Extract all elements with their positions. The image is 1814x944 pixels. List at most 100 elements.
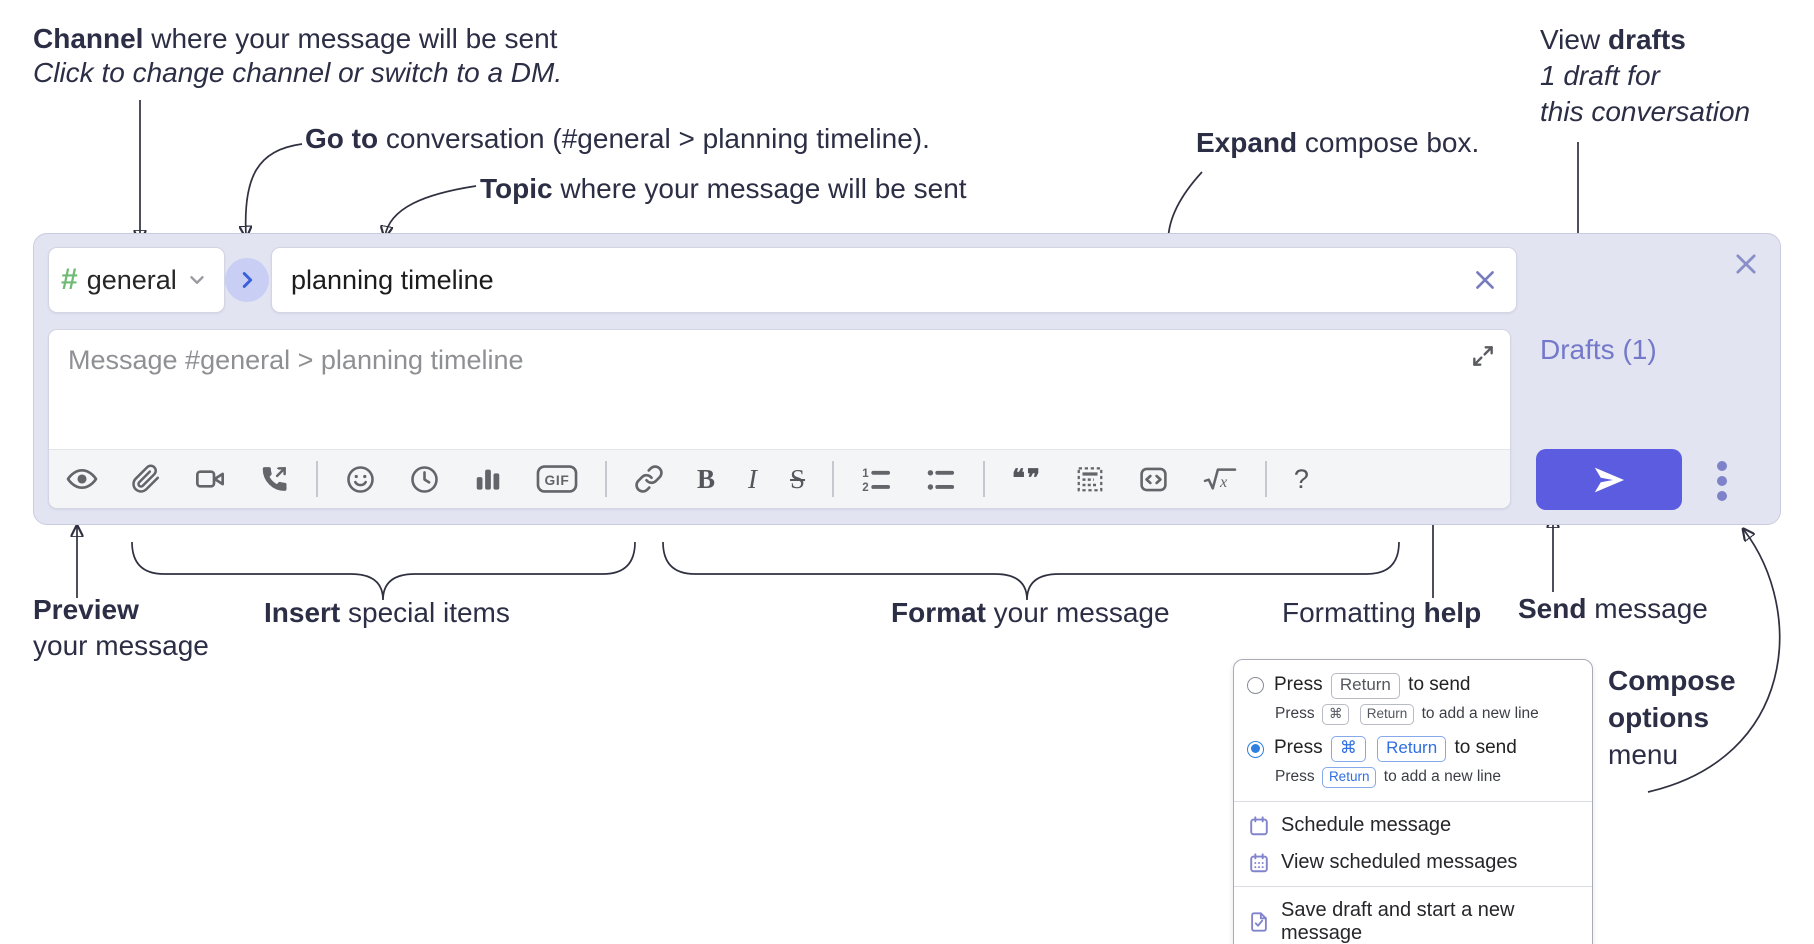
topic-input[interactable] [271, 247, 1517, 313]
topic-pointer-curve [385, 185, 477, 236]
save-draft-item[interactable]: Save draft and start a new message [1234, 892, 1592, 944]
expand-annotation-rest: compose box. [1297, 127, 1480, 158]
compose-box: # general [33, 233, 1781, 525]
send-annotation-rest: message [1586, 593, 1708, 624]
close-icon [1476, 271, 1494, 289]
preview-eye-icon[interactable] [66, 461, 98, 497]
compose-options-kebab-icon[interactable] [1702, 453, 1742, 509]
help-annotation-pre: Formatting [1282, 597, 1424, 628]
emoji-icon[interactable] [345, 461, 376, 497]
goto-annotation-rest: conversation (#general > planning timeli… [378, 123, 930, 154]
preview-annotation-sub: your message [33, 630, 209, 661]
radio-unselected-icon[interactable] [1247, 677, 1264, 695]
menu-divider [1234, 801, 1592, 803]
cmd-key: ⌘ [1321, 703, 1350, 726]
insert-annotation-bold: Insert [264, 597, 341, 628]
quote-icon[interactable]: ❝❞ [1012, 461, 1042, 497]
return-key: Return [1321, 767, 1377, 789]
link-icon[interactable] [634, 461, 664, 497]
calendar-grid-icon [1250, 853, 1268, 873]
return-key: Return [1330, 673, 1400, 699]
topic-annotation: Topic where your message will be sent [480, 172, 967, 206]
option1-sub-pre: Press [1275, 704, 1315, 722]
channel-annotation-rest: where your message will be sent [143, 23, 558, 54]
formatting-help-annotation: Formatting help [1282, 596, 1481, 630]
insert-annotation: Insert special items [264, 596, 510, 630]
return-key: Return [1359, 703, 1415, 726]
numbered-list-icon[interactable]: 1 2 [861, 461, 892, 497]
save-draft-label: Save draft and start a new message [1281, 899, 1515, 944]
topic-annotation-bold: Topic [480, 173, 553, 204]
preview-annotation: Preview your message [33, 592, 209, 664]
bold-icon[interactable]: B [697, 461, 715, 497]
channel-selector[interactable]: # general [48, 247, 225, 313]
insert-annotation-rest: special items [340, 597, 510, 628]
format-annotation: Format your message [891, 596, 1170, 630]
cmd-key: ⌘ [1330, 736, 1366, 763]
math-icon[interactable]: x [1202, 461, 1238, 497]
topic-annotation-rest: where your message will be sent [552, 173, 967, 204]
radio-selected-icon[interactable] [1247, 740, 1264, 758]
svg-text:x: x [1219, 473, 1228, 491]
gif-icon[interactable]: GIF [536, 461, 578, 497]
formatting-help-icon[interactable]: ? [1294, 461, 1309, 497]
goto-annotation: Go to conversation (#general > planning … [305, 122, 930, 156]
toolbar-separator [605, 461, 607, 497]
code-icon[interactable] [1138, 461, 1169, 497]
chevron-right-icon [242, 272, 253, 288]
time-icon[interactable] [409, 461, 440, 497]
help-annotation-bold: help [1423, 597, 1482, 628]
spoiler-icon[interactable] [1075, 461, 1105, 497]
attach-paperclip-icon[interactable] [131, 461, 161, 497]
toolbar-separator [832, 461, 835, 497]
toolbar-separator [1264, 461, 1267, 497]
schedule-message-item[interactable]: Schedule message [1234, 807, 1592, 844]
voice-call-icon[interactable] [259, 461, 289, 497]
send-annotation-bold: Send [1518, 593, 1587, 624]
send-button[interactable] [1536, 449, 1682, 510]
drafts-link[interactable]: Drafts (1) [1540, 334, 1657, 365]
question-mark-label: ? [1293, 463, 1309, 494]
channel-annotation-sub: Click to change channel or switch to a D… [33, 57, 563, 88]
option2-pre: Press [1274, 737, 1323, 759]
press-return-to-send-option[interactable]: Press Return to send [1247, 670, 1579, 701]
italic-icon[interactable]: I [748, 461, 757, 497]
expand-annotation: Expand compose box. [1196, 126, 1479, 160]
option1-pre: Press [1274, 674, 1323, 695]
goto-annotation-bold: Go to [305, 123, 379, 154]
drafts-annotation: View drafts 1 draft for this conversatio… [1540, 22, 1750, 130]
option1-post: to send [1408, 674, 1471, 695]
strikethrough-icon[interactable]: S [790, 461, 805, 497]
bulleted-list-icon[interactable] [925, 461, 956, 497]
message-input[interactable] [49, 330, 1510, 449]
view-scheduled-messages-item[interactable]: View scheduled messages [1234, 844, 1592, 881]
option2-sub-post: to add a new line [1383, 768, 1501, 786]
compose-options-annotation: Compose options menu [1608, 662, 1736, 773]
go-to-conversation-button[interactable] [225, 258, 269, 302]
send-shortcut-options: Press Return to send Press ⌘ Return to a… [1234, 660, 1592, 801]
message-panel: GIF B I S 1 2 [48, 329, 1511, 509]
save-draft-icon [1251, 912, 1267, 932]
toolbar-separator [316, 461, 318, 497]
close-compose-button[interactable] [1728, 246, 1764, 282]
clear-topic-button[interactable] [1467, 262, 1503, 298]
channel-annotation: Channel where your message will be sent … [33, 22, 562, 90]
drafts-annotation-bold: drafts [1607, 24, 1686, 55]
send-annotation: Send message [1518, 592, 1708, 626]
drafts-annotation-pre: View [1540, 24, 1608, 55]
view-scheduled-messages-label: View scheduled messages [1281, 851, 1518, 874]
channel-name: general [86, 264, 177, 295]
options-annotation-line1: Compose [1608, 665, 1736, 696]
video-call-icon[interactable] [194, 461, 226, 497]
drafts-annotation-sub1: 1 draft for [1540, 60, 1660, 91]
option1-subtext: Press ⌘ Return to add a new line [1247, 701, 1579, 733]
preview-annotation-bold: Preview [33, 594, 139, 625]
expand-annotation-bold: Expand [1196, 127, 1298, 158]
calendar-icon [1250, 816, 1268, 836]
expand-compose-button[interactable] [1466, 339, 1500, 373]
send-plane-icon [1594, 467, 1625, 492]
poll-icon[interactable] [473, 461, 503, 497]
press-cmd-return-to-send-option[interactable]: Press ⌘ Return to send [1247, 733, 1579, 764]
channel-annotation-bold: Channel [33, 23, 144, 54]
